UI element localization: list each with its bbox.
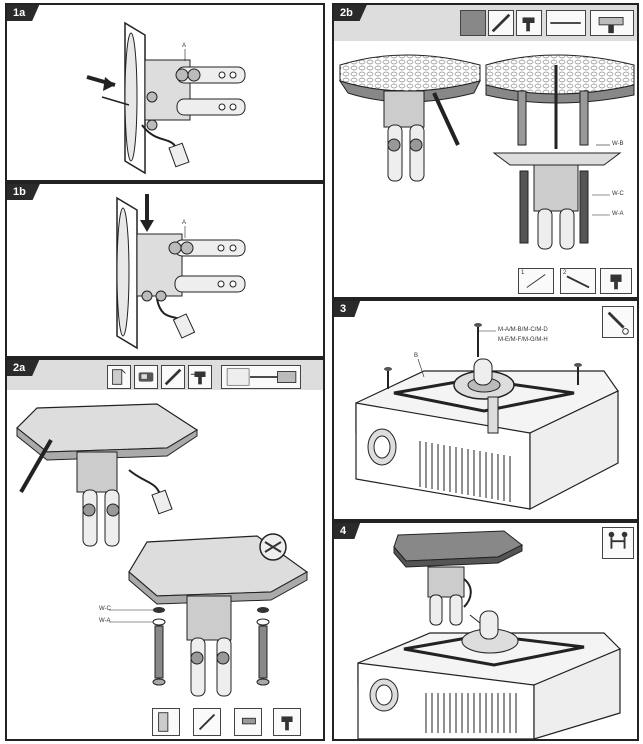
- drill-bit-size-icon: [546, 10, 586, 36]
- pencil-icon: [488, 10, 514, 36]
- tool-digit-2: 2: [563, 270, 567, 276]
- ceiling-drill-illustration: [16, 403, 309, 697]
- part-label-m-a-d: M-A/M-B/M-C/M-D: [498, 327, 548, 333]
- tool-digit-1: 1: [521, 270, 525, 276]
- drill-icon: [273, 708, 301, 736]
- screwdriver-icon: [600, 268, 632, 294]
- step-1a-panel: 1a A: [5, 3, 325, 182]
- part-label-w-c: W-C: [612, 191, 624, 197]
- drill-icon: [516, 10, 542, 36]
- two-person-icon: [602, 527, 634, 559]
- step-1b-panel: 1b A: [5, 182, 325, 358]
- drill-icon: [188, 365, 212, 389]
- part-label-m-e-h: M-E/M-F/M-G/M-H: [498, 337, 548, 343]
- step-2a-panel: 2a W-C W-A: [5, 358, 325, 741]
- step-3-panel: 3 M-A/M-B/M-C/M-D M-E/M-F/M-G/M-H B: [332, 299, 639, 521]
- screwdriver-icon: [602, 306, 634, 338]
- part-label-w-a: W-A: [612, 211, 624, 217]
- projector-bracket-illustration: [355, 323, 619, 510]
- part-label-w-a: W-A: [99, 618, 111, 624]
- part-label-a: A: [182, 220, 187, 226]
- bracket-assembly-illustration: [116, 194, 246, 350]
- step-2b-tag: 2b: [334, 5, 367, 21]
- drill-bit-size-icon: [221, 365, 301, 389]
- bracket-assembly-illustration: [86, 21, 246, 175]
- wall-board-icon: [107, 365, 131, 389]
- step-1a-tag: 1a: [7, 5, 40, 21]
- step-4-tag: 4: [334, 523, 361, 539]
- projector-ceiling-mount-illustration: [357, 530, 622, 739]
- part-label-w-b: W-B: [612, 141, 624, 147]
- mark-icon: [193, 708, 221, 736]
- concrete-icon: [460, 10, 486, 36]
- step-3-tag: 3: [334, 301, 361, 317]
- anchor-icon: [234, 708, 262, 736]
- part-label-a: A: [182, 43, 187, 49]
- step-4-panel: 4: [332, 521, 639, 741]
- step-2a-tag: 2a: [7, 360, 40, 376]
- pencil-icon: [161, 365, 185, 389]
- mark-icon: 1: [518, 268, 554, 294]
- part-label-w-c: W-C: [99, 606, 111, 612]
- wall-check-icon: [152, 708, 180, 736]
- concrete-ceiling-illustration: [338, 54, 635, 250]
- drill-icon: 2: [560, 268, 596, 294]
- drill-icon: [590, 10, 634, 36]
- part-label-b: B: [414, 353, 419, 359]
- stud-finder-icon: [134, 365, 158, 389]
- step-1b-tag: 1b: [7, 184, 40, 200]
- step-2b-panel: 2b W-B W-C W-A 1 2: [332, 3, 639, 299]
